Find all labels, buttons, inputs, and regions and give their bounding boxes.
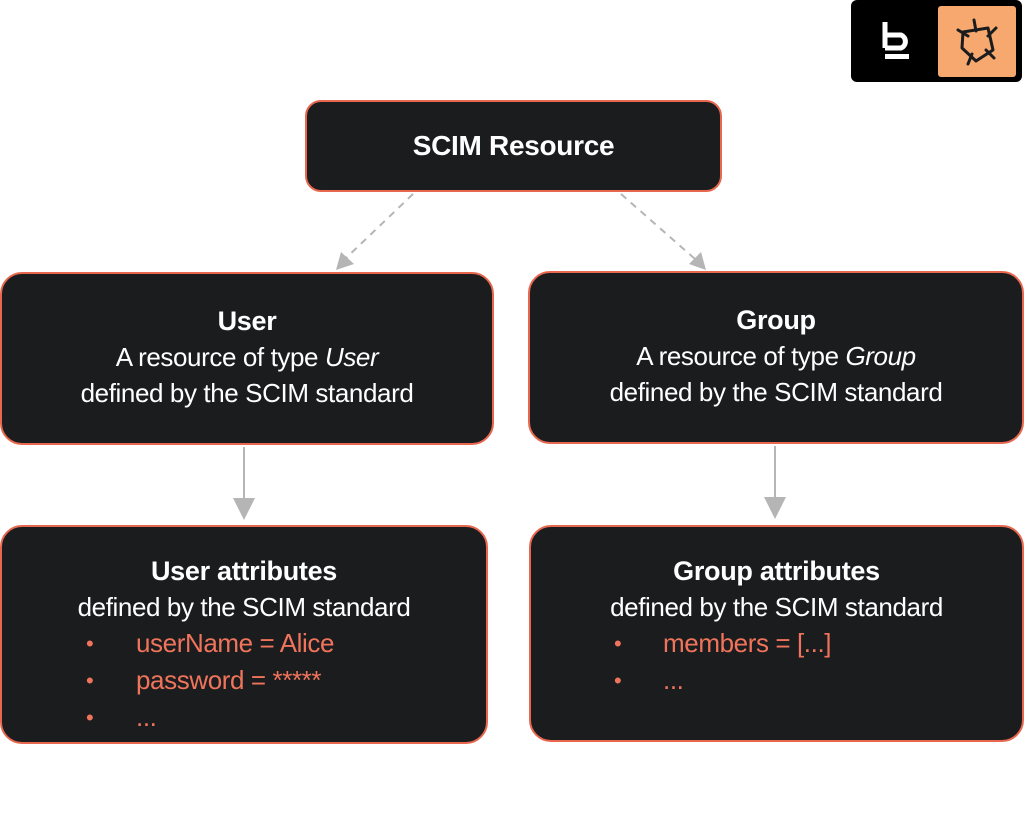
user-description-line1: A resource of type User xyxy=(2,339,492,375)
dashed-arrow-root-to-group xyxy=(620,193,706,270)
attribute-text: members = [...] xyxy=(663,628,832,658)
user-attributes-list: • userName = Alice • password = ***** • … xyxy=(2,625,486,736)
user-type-prefix: A resource of type xyxy=(115,342,325,372)
group-attributes-subtitle: defined by the SCIM standard xyxy=(610,592,943,622)
attribute-text: ... xyxy=(663,665,684,695)
bullet: • xyxy=(614,668,622,693)
scim-resource-node: SCIM Resource xyxy=(305,100,722,192)
group-description-line1: A resource of type Group xyxy=(530,338,1022,374)
user-type-name: User xyxy=(324,342,379,372)
bullet: • xyxy=(86,705,94,730)
list-item: • userName = Alice xyxy=(2,625,486,662)
scim-resource-label: SCIM Resource xyxy=(412,130,615,161)
group-node: Group A resource of type Group defined b… xyxy=(528,271,1024,444)
group-title: Group xyxy=(736,305,816,335)
attribute-text: userName = Alice xyxy=(136,628,335,658)
list-item: • password = ***** xyxy=(2,662,486,699)
group-type-prefix: A resource of type xyxy=(636,341,846,371)
attribute-text: ... xyxy=(136,702,157,732)
list-item: • members = [...] xyxy=(531,625,1022,662)
user-description-line2: defined by the SCIM standard xyxy=(80,378,414,408)
arrow-user-to-attributes xyxy=(233,447,255,520)
group-attributes-node: Group attributes defined by the SCIM sta… xyxy=(529,525,1024,742)
b-letter-logo-icon xyxy=(873,16,925,68)
list-item: • ... xyxy=(2,699,486,736)
arrow-group-to-attributes xyxy=(764,446,786,519)
user-attributes-node: User attributes defined by the SCIM stan… xyxy=(0,525,488,744)
dashed-arrow-root-to-user xyxy=(336,193,414,270)
attribute-text: password = ***** xyxy=(136,665,322,695)
user-title: User xyxy=(217,306,277,336)
bullet: • xyxy=(614,631,622,656)
bullet: • xyxy=(86,631,94,656)
list-item: • ... xyxy=(531,662,1022,699)
group-attributes-title: Group attributes xyxy=(673,556,880,586)
group-description-line2: defined by the SCIM standard xyxy=(609,377,943,407)
user-attributes-title: User attributes xyxy=(150,556,338,586)
group-attributes-list: • members = [...] • ... xyxy=(531,625,1022,699)
star-knot-logo-icon xyxy=(938,6,1016,77)
bullet: • xyxy=(86,668,94,693)
user-node: User A resource of type User defined by … xyxy=(0,272,494,445)
logo-badge xyxy=(851,0,1022,82)
group-type-name: Group xyxy=(845,341,916,371)
user-attributes-subtitle: defined by the SCIM standard xyxy=(77,592,411,622)
